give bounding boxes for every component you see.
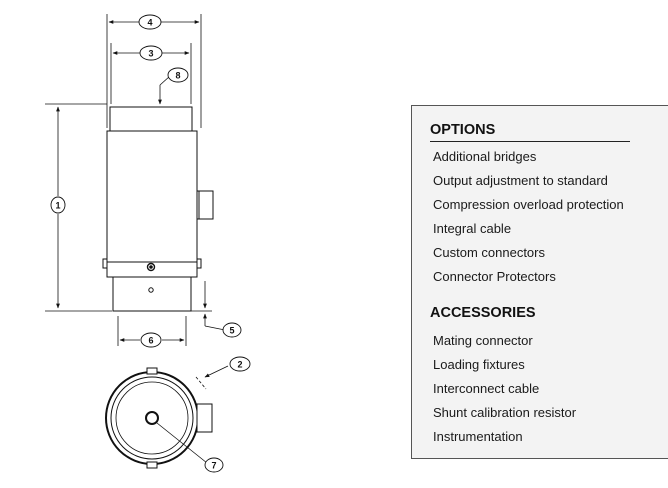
- callout-label-3: 3: [148, 49, 153, 59]
- load-cell-technical-drawing: 4 3 8 1 5 6 2 7: [45, 14, 251, 473]
- callout-4: [138, 14, 162, 30]
- options-accessories-panel: OPTIONS Additional bridges Output adjust…: [411, 105, 668, 459]
- options-heading: OPTIONS: [430, 122, 496, 138]
- top-cap: [109, 106, 193, 132]
- side-view: [102, 106, 214, 312]
- callout-2: [229, 356, 251, 372]
- option-item: Connector Protectors: [433, 269, 556, 284]
- cylinder-body: [106, 130, 198, 278]
- option-item: Integral cable: [433, 221, 512, 236]
- options-divider: [430, 141, 630, 142]
- body-hole: [146, 262, 156, 272]
- option-item: Custom connectors: [433, 245, 545, 260]
- callout-8: [167, 67, 189, 83]
- accessory-item: Shunt calibration resistor: [433, 405, 577, 420]
- callout-label-5: 5: [229, 326, 234, 336]
- accessory-item: Loading fixtures: [433, 357, 525, 372]
- callout-6: [140, 332, 162, 348]
- plan-connector: [196, 403, 213, 433]
- option-item: Output adjustment to standard: [433, 173, 608, 188]
- callout-3: [139, 45, 163, 61]
- callout-1: [50, 196, 66, 214]
- accessories-heading: ACCESSORIES: [430, 305, 536, 321]
- callout-label-1: 1: [55, 201, 60, 211]
- callout-label-2: 2: [237, 360, 242, 370]
- callout-7: [204, 457, 224, 473]
- plan-view: [105, 365, 229, 469]
- callout-label-6: 6: [148, 336, 153, 346]
- accessory-item: Interconnect cable: [433, 381, 540, 396]
- callout-label-7: 7: [211, 461, 216, 471]
- callout-5: [222, 322, 242, 338]
- option-item: Compression overload protection: [433, 197, 624, 212]
- accessory-item: Instrumentation: [433, 429, 523, 444]
- side-connector: [196, 190, 214, 220]
- bottom-stem: [112, 276, 192, 312]
- callout-label-8: 8: [175, 71, 180, 81]
- option-item: Additional bridges: [433, 149, 537, 164]
- accessory-item: Mating connector: [433, 333, 533, 348]
- callout-label-4: 4: [147, 18, 152, 28]
